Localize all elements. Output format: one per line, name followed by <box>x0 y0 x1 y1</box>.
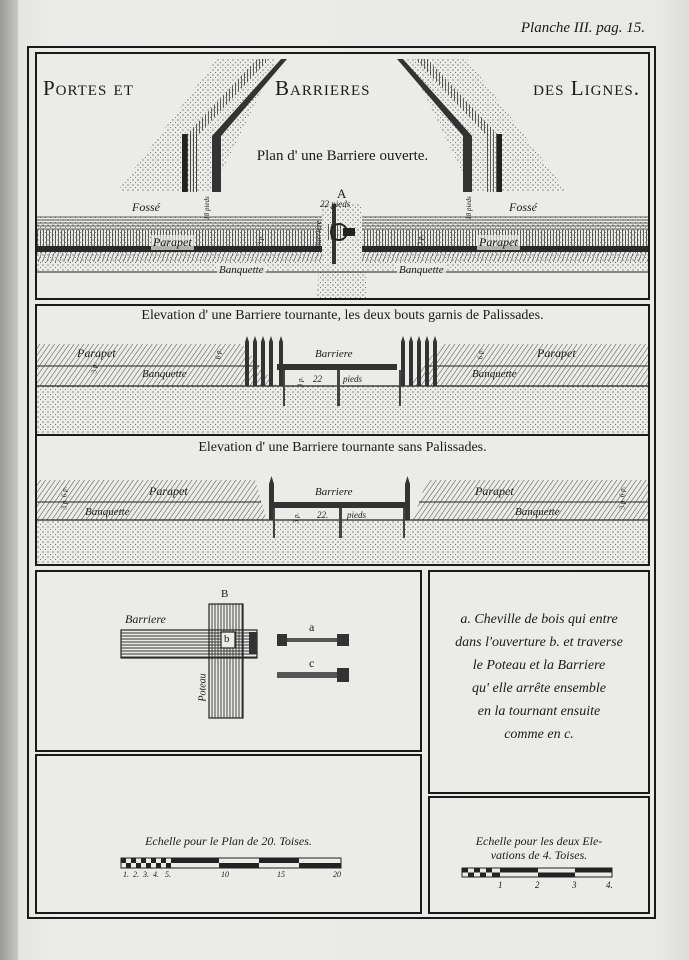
panel-scale-elevations: Echelle pour les deux Ele- vations de 4.… <box>428 796 650 914</box>
elevation-palisades-drawing <box>37 336 648 434</box>
label-fosse-right: Fossé <box>509 200 537 214</box>
detail-b-box: b <box>224 633 230 645</box>
p2-dim-right: 6 p. <box>476 348 485 360</box>
title-part-1: Portes et <box>43 76 134 100</box>
scale-elev-tick-2: 2 <box>535 880 540 890</box>
label-banquette-left: Banquette <box>217 264 266 276</box>
p2-parapet-right: Parapet <box>537 346 576 360</box>
dim-right: 18 pieds <box>464 196 473 220</box>
label-parapet-right: Parapet <box>477 235 520 250</box>
legend-line-1: a. Cheville de bois qui entre <box>460 612 618 627</box>
post-detail-drawing <box>120 603 349 719</box>
scale-elev-title-1: Echelle pour les deux Ele- <box>475 834 603 848</box>
scale-plan-title: Echelle pour le Plan de 20. Toises. <box>145 834 312 848</box>
scale-plan-tick-1: 1. <box>123 870 129 879</box>
panel-plan-barrier-open: Portes et Barrieres des Lignes. Plan d' … <box>35 52 650 300</box>
p3-pieds: pieds <box>347 510 366 520</box>
scale-plan-ticks: 1. 2. 3. 4. 5. 10 15 20 <box>37 870 420 884</box>
p3-banquette-right: Banquette <box>515 506 560 518</box>
scale-elev-tick-1: 1 <box>498 880 503 890</box>
plate-frame: Portes et Barrieres des Lignes. Plan d' … <box>27 46 656 919</box>
legend-line-6: comme en c. <box>504 727 574 742</box>
scale-plan-tick-5: 5. <box>165 870 171 879</box>
plate-reference: Planche III. pag. 15. <box>520 20 645 36</box>
label-fosse-left: Fossé <box>132 200 160 214</box>
scale-plan-tick-20: 20 <box>333 870 341 879</box>
legend-line-4: qu' elle arrête ensemble <box>471 681 606 696</box>
label-banquette-right: Banquette <box>397 264 446 276</box>
detail-poteau-label: Poteau <box>197 673 209 702</box>
title-part-2: Barrieres <box>275 76 371 100</box>
detail-c-label: c <box>309 656 315 670</box>
title-part-3: des Lignes. <box>533 76 640 100</box>
p3-dim-right: 3 p. 6 p. <box>618 486 627 510</box>
p2-dim-left-b: 6 p. <box>214 348 223 360</box>
scale-plan-tick-2: 2. <box>133 870 139 879</box>
panel-elevation-with-palisades: Elevation d' une Barriere tournante, les… <box>35 304 650 436</box>
panel-legend: a. Cheville de bois qui entre dans l'ouv… <box>428 570 650 794</box>
p3-parapet-left: Parapet <box>149 484 188 498</box>
scale-elev-ticks: 1 2 3 4. <box>430 880 648 894</box>
book-binding-shadow <box>0 0 18 960</box>
legend-line-2: dans l'ouverture b. et traverse <box>455 635 623 650</box>
scale-plan-tick-3: 3. <box>143 870 149 879</box>
scale-elev-bar <box>461 867 613 878</box>
small-dim-left: 3 p. <box>256 234 265 246</box>
scale-elev-title-2: vations de 4. Toises. <box>490 848 588 862</box>
legend-text: a. Cheville de bois qui entre dans l'ouv… <box>430 608 648 746</box>
p2-barriere-label: Barriere <box>315 348 353 360</box>
panel-elevation-without-palisades: Elevation d' une Barriere tournante sans… <box>35 434 650 566</box>
p2-pieds: pieds <box>343 374 362 384</box>
p2-22: 22 <box>313 374 322 384</box>
elevation-palisades-title: Elevation d' une Barriere tournante, les… <box>141 308 544 323</box>
p2-banquette-right: Banquette <box>472 368 517 380</box>
elevation-plain-title: Elevation d' une Barriere tournante sans… <box>198 440 487 455</box>
legend-line-5: en la tournant ensuite <box>477 704 601 719</box>
mark-a: A <box>337 186 347 201</box>
p2-dim-left-a: 3 p. <box>90 362 99 374</box>
scale-plan-tick-10: 10 <box>221 870 229 879</box>
scale-elev-tick-4: 4. <box>606 880 613 890</box>
scale-plan-tick-4: 4. <box>153 870 159 879</box>
panel-detail-post-barrier: B Barriere Poteau b a c <box>35 570 422 752</box>
legend-line-3: le Poteau et la Barriere <box>472 658 606 673</box>
detail-barriere-label: Barriere <box>125 612 166 626</box>
plan-subtitle: Plan d' une Barriere ouverte. <box>256 148 429 164</box>
p3-parapet-right: Parapet <box>475 484 514 498</box>
p2-banquette-left: Banquette <box>142 368 187 380</box>
panel-scale-plan: Echelle pour le Plan de 20. Toises. 1. 2… <box>35 754 422 914</box>
small-dim-right: 3 p. <box>416 234 425 246</box>
scale-elev-title: Echelle pour les deux Ele- vations de 4.… <box>430 834 648 862</box>
p3-22: 22. <box>317 510 329 520</box>
elevation-plain-drawing <box>37 476 648 564</box>
p2-small-left: 3 p. <box>296 376 305 388</box>
p2-parapet-left: Parapet <box>77 346 116 360</box>
gate-width-label: 22 pieds <box>320 199 351 209</box>
p3-barriere-label: Barriere <box>315 486 353 498</box>
scale-plan-tick-15: 15 <box>277 870 285 879</box>
scale-plan-bar <box>120 857 342 869</box>
p3-banquette-left: Banquette <box>85 506 130 518</box>
label-parapet-left: Parapet <box>151 235 194 250</box>
mark-b: B <box>221 588 229 600</box>
dim-left: 18 pieds <box>202 196 211 220</box>
label-barriere-vertical: Barriere <box>314 220 324 249</box>
plate-title: Portes et Barrieres des Lignes. <box>37 76 648 106</box>
p3-dim-left: 3 p. 6 p. <box>60 486 69 510</box>
detail-a-label: a <box>309 620 315 634</box>
p3-small: 3 p. <box>292 512 301 524</box>
scale-elev-tick-3: 3 <box>572 880 577 890</box>
plan-drawing <box>37 59 648 298</box>
